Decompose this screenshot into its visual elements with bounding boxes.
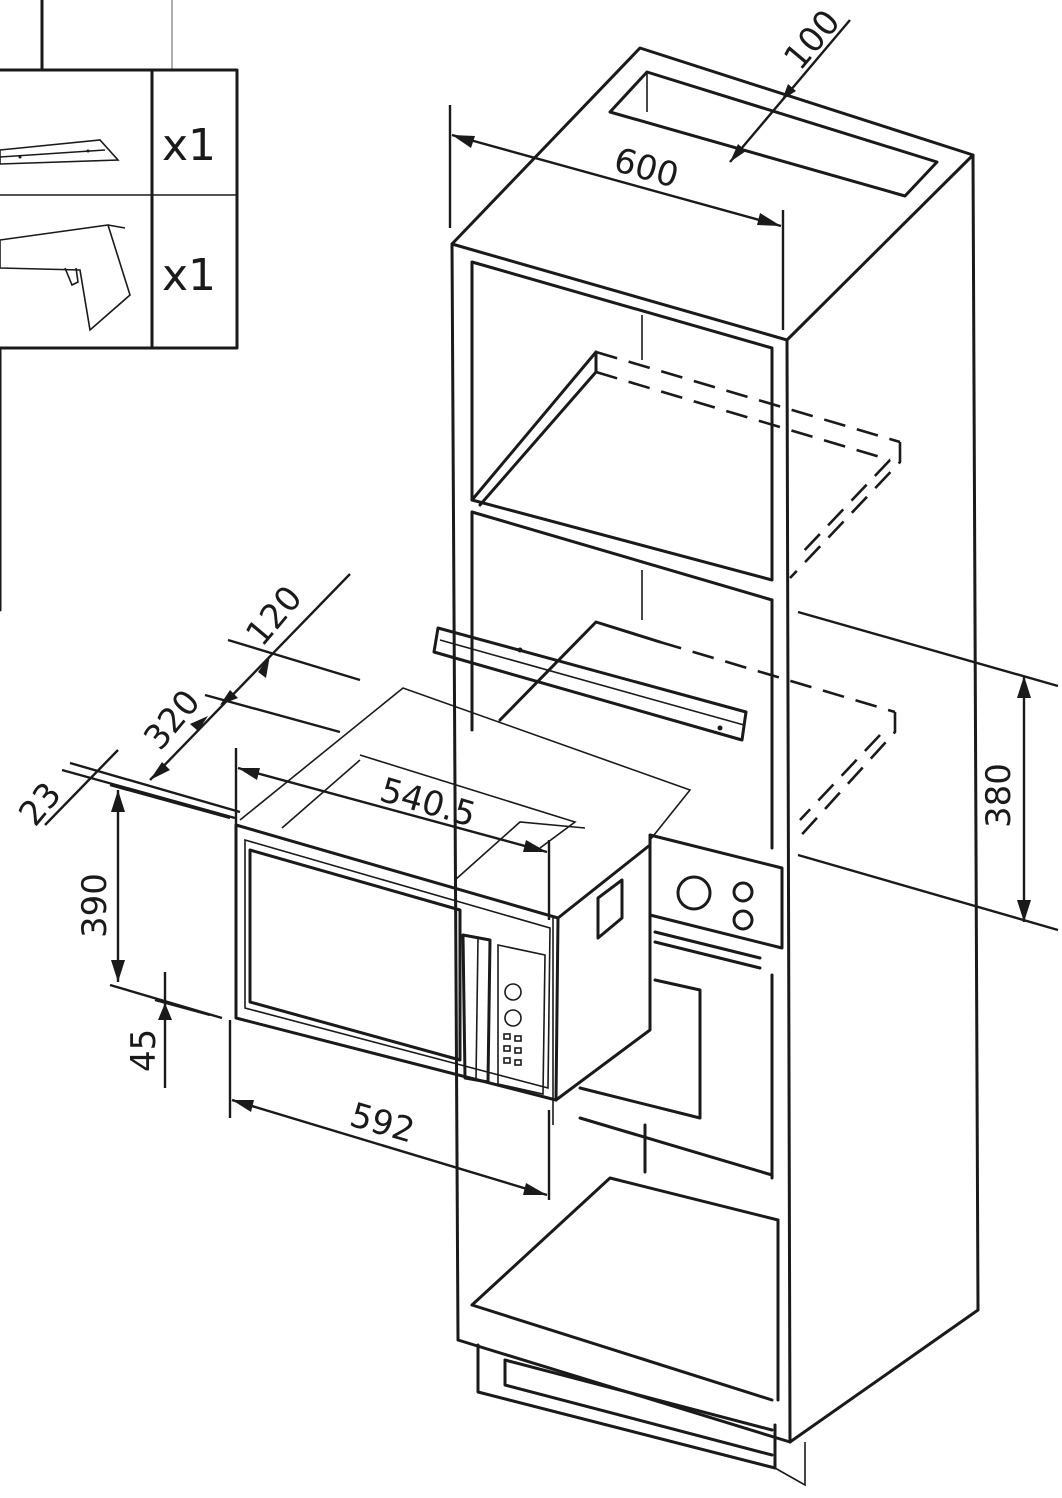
microwave (234, 687, 692, 1125)
part-1-quantity: x1 (162, 120, 216, 171)
dim-45-label: 45 (124, 1029, 164, 1072)
parts-table: x1 x1 (0, 0, 239, 612)
tall-cabinet (450, 46, 980, 1487)
mounting-bar (432, 626, 748, 742)
part-2-quantity: x1 (162, 250, 216, 301)
part-trim-frame (0, 224, 131, 332)
dim-380-label: 380 (979, 763, 1019, 828)
dimension-lines (44, 19, 1059, 1200)
dim-390-label: 390 (75, 873, 115, 938)
dim-23-label: 23 (11, 775, 69, 834)
dim-540-label: 540.5 (376, 770, 481, 835)
dim-592-label: 592 (346, 1095, 419, 1151)
dim-320-label: 320 (136, 682, 208, 757)
dim-120-label: 120 (238, 578, 310, 653)
part-mounting-bar (0, 139, 120, 165)
dim-100-label: 100 (776, 2, 848, 77)
dim-600-label: 600 (610, 140, 683, 196)
